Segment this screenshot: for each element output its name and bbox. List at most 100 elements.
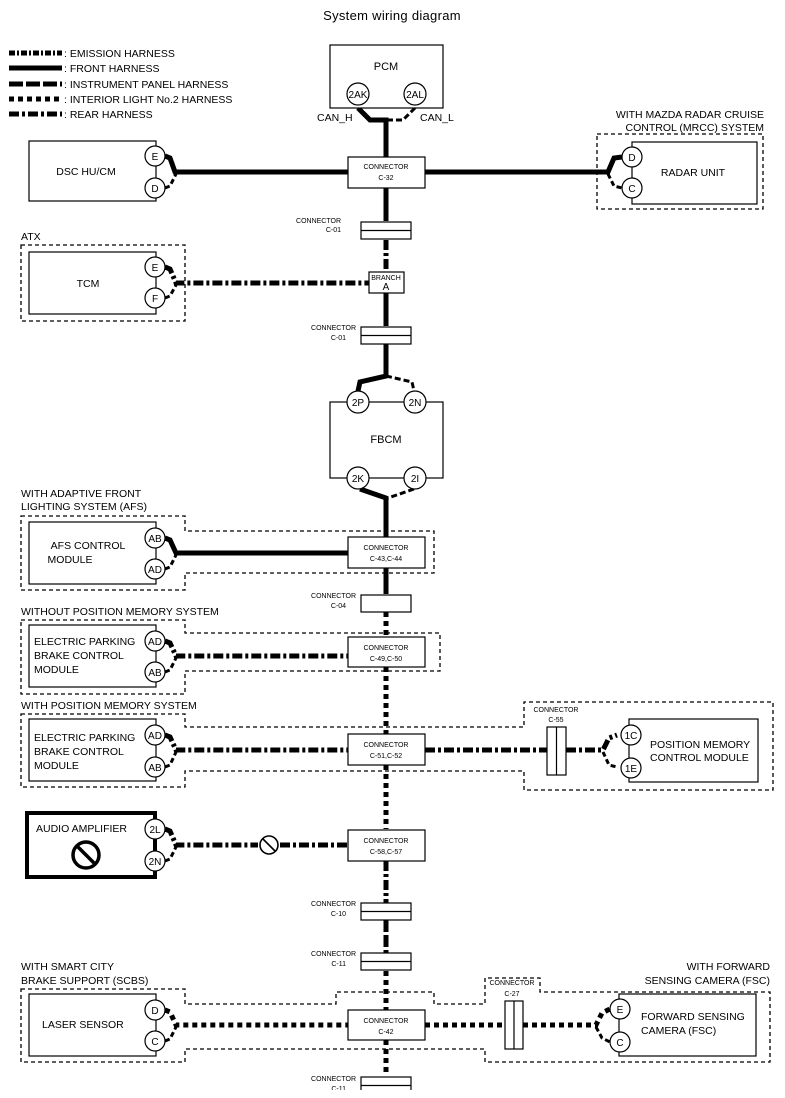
epb2-label-2: BRAKE CONTROL	[34, 746, 124, 758]
afs-group: WITH ADAPTIVE FRONT LIGHTING SYSTEM (AFS…	[20, 488, 435, 591]
afs-pin-ad-label: AD	[148, 565, 162, 576]
connector-c43-word: CONNECTOR	[364, 545, 409, 552]
epb1-pin-ad-label: AD	[148, 637, 162, 648]
tcm-group: ATX TCM E F	[20, 231, 369, 322]
epb-memory-group: WITH POSITION MEMORY SYSTEM ELECTRIC PAR…	[20, 700, 774, 791]
epb-no-memory-group: WITHOUT POSITION MEMORY SYSTEM ELECTRIC …	[20, 606, 441, 695]
radar-pin-c	[621, 177, 643, 199]
connector-c10-label: C-10	[331, 911, 346, 918]
pcm-module: PCM 2AK 2AL CAN_H CAN_L	[317, 44, 454, 124]
afs-pin-ab-label: AB	[148, 534, 162, 545]
fbcm-pin-2k-label: 2K	[352, 474, 365, 485]
fbcm-pin-2k	[346, 466, 370, 490]
pcm-label: PCM	[374, 61, 398, 73]
fbcm-pin-2i	[403, 466, 427, 490]
connector-c55-word: CONNECTOR	[534, 707, 579, 714]
scbs-group: WITH SMART CITY BRAKE SUPPORT (SCBS) WIT…	[20, 961, 771, 1063]
connector-c04-label: C-04	[331, 603, 346, 610]
connector-c32-label: C-32	[378, 175, 393, 182]
mrcc-label-1: WITH MAZDA RADAR CRUISE	[616, 109, 764, 121]
fbcm-pin-2p	[346, 390, 370, 414]
connector-c55-label: C-55	[548, 717, 563, 724]
afs-label-1: AFS CONTROL	[51, 540, 126, 552]
audio-pin-2n-label: 2N	[149, 857, 162, 868]
connector-c01-top: CONNECTOR C-01	[296, 218, 412, 240]
branch-label: A	[383, 282, 390, 293]
connector-c42-label: C-42	[378, 1029, 393, 1036]
connector-c11: CONNECTOR C-11	[311, 951, 412, 971]
prohibited-small-icon	[259, 835, 279, 855]
epb2-label-3: MODULE	[34, 760, 79, 772]
laser-pin-d-label: D	[151, 1006, 158, 1017]
connector-c32-word: CONNECTOR	[364, 164, 409, 171]
connector-c01-lower: CONNECTOR C-01	[311, 325, 412, 345]
fsc-pin-c-label: C	[616, 1038, 623, 1049]
fsc-module-label-2: CAMERA (FSC)	[641, 1025, 716, 1037]
epb1-label-2: BRAKE CONTROL	[34, 650, 124, 662]
connector-c58-label: C-58,C-57	[370, 849, 402, 856]
connector-c01-lower-label: C-01	[331, 335, 346, 342]
connector-c10: CONNECTOR C-10	[311, 901, 412, 921]
radar-label: RADAR UNIT	[661, 167, 726, 179]
branch-word: BRANCH	[371, 275, 401, 282]
fsc-module-label-1: FORWARD SENSING	[641, 1011, 745, 1023]
epb1-pin-ab-label: AB	[148, 668, 162, 679]
laser-pin-c-label: C	[151, 1037, 158, 1048]
afs-group-label-2: LIGHTING SYSTEM (AFS)	[21, 501, 147, 513]
atx-label: ATX	[21, 231, 41, 243]
connector-c51-label: C-51,C-52	[370, 753, 402, 760]
connector-bottom-label: C-11	[331, 1086, 346, 1093]
pcm-pin-2ak	[346, 82, 370, 106]
connector-c32: CONNECTOR C-32	[347, 156, 426, 189]
connector-c49-word: CONNECTOR	[364, 645, 409, 652]
mrcc-label-2: CONTROL (MRCC) SYSTEM	[626, 122, 764, 134]
pmcm-pin-1e	[620, 757, 642, 779]
afs-group-label-1: WITH ADAPTIVE FRONT	[21, 488, 142, 500]
branch-a: BRANCH A	[368, 271, 405, 294]
tcm-pin-f-label: F	[152, 294, 158, 305]
fsc-pin-c	[609, 1031, 631, 1053]
connector-c01-top-word: CONNECTOR	[296, 218, 341, 225]
pmcm-pin-1e-label: 1E	[625, 764, 638, 775]
fbcm-label: FBCM	[370, 434, 401, 446]
can-l-label: CAN_L	[420, 112, 454, 124]
fbcm-module: FBCM 2P 2N 2K 2I	[329, 390, 444, 490]
connector-c58-word: CONNECTOR	[364, 838, 409, 845]
pcm-pin-2al	[403, 82, 427, 106]
audio-pin-2l-label: 2L	[149, 825, 161, 836]
diagram-title: System wiring diagram	[323, 8, 461, 23]
pmcm-pin-1c-label: 1C	[625, 731, 638, 742]
epb2-pin-ad-label: AD	[148, 731, 162, 742]
connector-c51-word: CONNECTOR	[364, 742, 409, 749]
fbcm-pin-2p-label: 2P	[352, 398, 365, 409]
dsc-module: DSC HU/CM E D	[28, 140, 348, 202]
epb1-label-1: ELECTRIC PARKING	[34, 636, 135, 648]
radar-group: WITH MAZDA RADAR CRUISE CONTROL (MRCC) S…	[425, 109, 764, 210]
can-h-label: CAN_H	[317, 112, 353, 124]
connector-c42-word: CONNECTOR	[364, 1018, 409, 1025]
epb2-label-1: ELECTRIC PARKING	[34, 732, 135, 744]
epb2-pin-ab-label: AB	[148, 763, 162, 774]
legend-instrument-label: : INSTRUMENT PANEL HARNESS	[64, 79, 228, 91]
fsc-pin-e-label: E	[617, 1005, 624, 1016]
fsc-label-2: SENSING CAMERA (FSC)	[645, 975, 770, 987]
epb1-label-3: MODULE	[34, 664, 79, 676]
connector-c49-label: C-49,C-50	[370, 656, 402, 663]
memory-label: WITH POSITION MEMORY SYSTEM	[21, 700, 197, 712]
connector-c04-word: CONNECTOR	[311, 593, 356, 600]
radar-pin-d-label: D	[628, 153, 635, 164]
pcm-pin-2al-label: 2AL	[406, 90, 424, 101]
legend-interior-label: : INTERIOR LIGHT No.2 HARNESS	[64, 94, 232, 106]
scbs-label-2: BRAKE SUPPORT (SCBS)	[21, 975, 148, 987]
pmcm-pin-1c	[620, 724, 642, 746]
fbcm-pin-2n	[403, 390, 427, 414]
connector-c43-label: C-43,C-44	[370, 556, 402, 563]
dsc-pin-e-label: E	[152, 152, 159, 163]
legend-rear-label: : REAR HARNESS	[64, 109, 153, 121]
connector-bottom: CONNECTOR C-11	[311, 1076, 412, 1095]
prohibited-icon	[71, 840, 101, 870]
audio-label: AUDIO AMPLIFIER	[36, 823, 127, 835]
connector-c01-top-label: C-01	[326, 227, 341, 234]
connector-bottom-word: CONNECTOR	[311, 1076, 356, 1083]
